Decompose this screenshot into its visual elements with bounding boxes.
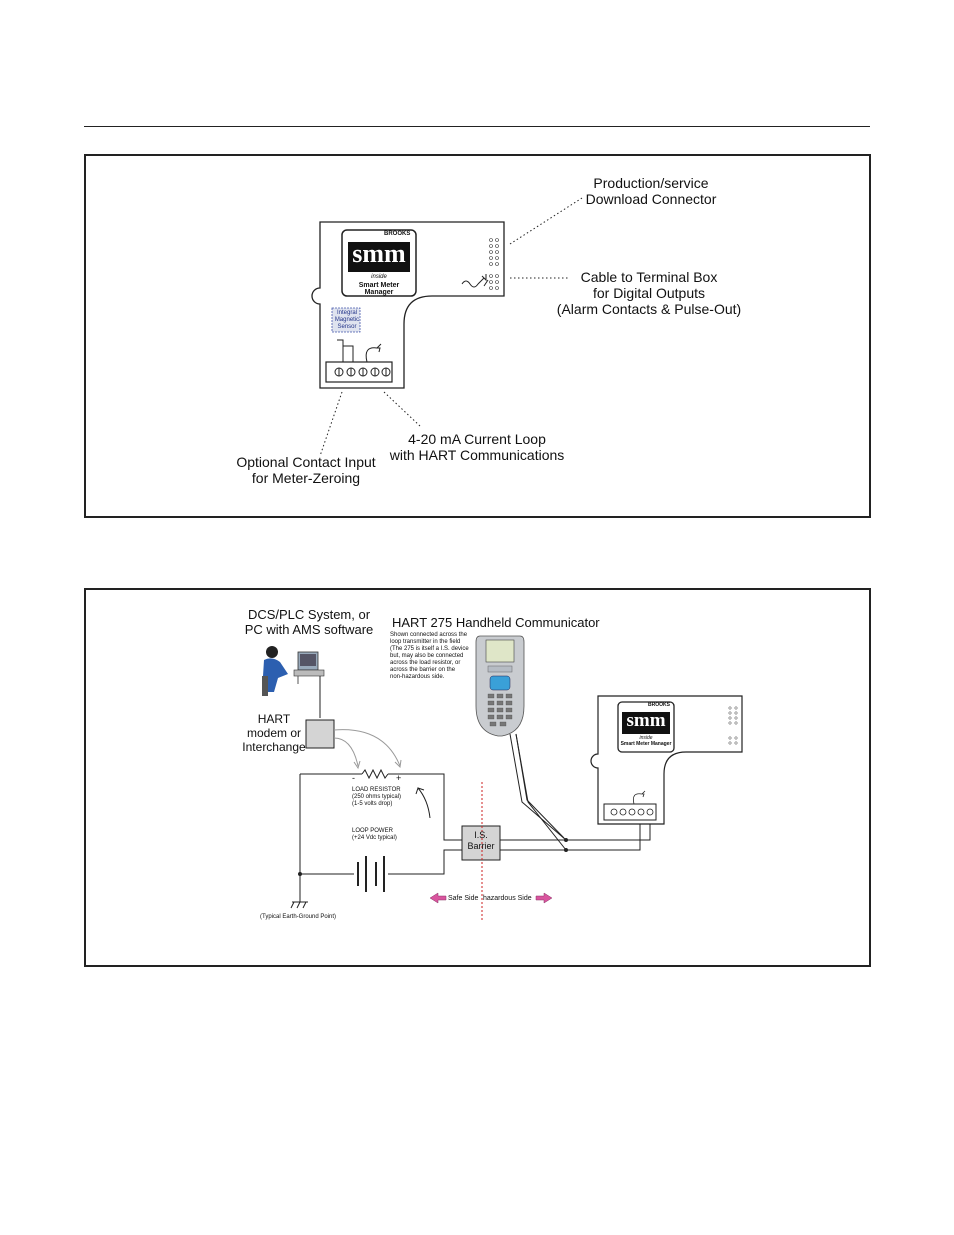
terminal-screws (334, 367, 391, 377)
figure2-drawing (262, 635, 743, 920)
logo-mark: smm (352, 239, 406, 268)
label-loop-power: LOOP POWER (+24 Vdc typical) (352, 828, 397, 841)
load-resistor-symbol (361, 768, 389, 780)
modem-arrow-2 (333, 729, 401, 767)
logo-small-inside: inside (639, 735, 653, 741)
modem-arrow-1 (333, 737, 359, 767)
label-is-barrier: I.S. Barrier (467, 830, 495, 851)
logo-inside: inside (371, 274, 387, 280)
hart-tap-arrow (415, 786, 431, 819)
label-hart-modem: HART modem or Interchange (242, 712, 306, 754)
label-contact-input: Optional Contact Input for Meter-Zeroing (236, 454, 376, 486)
label-current-loop: 4-20 mA Current Loop with HART Communica… (389, 431, 565, 463)
logo-small-brand: BROOKS (648, 702, 670, 708)
leader-download (509, 197, 583, 245)
loop-arrow (365, 343, 382, 363)
battery-symbol (357, 856, 385, 892)
safe-side-arrow (429, 892, 447, 904)
resistor-plus-sign: + (396, 773, 402, 783)
leader-current-loop (383, 391, 421, 427)
header-rule (84, 126, 870, 127)
label-hart-communicator: HART 275 Handheld Communicator (392, 615, 600, 630)
label-safe-side: Safe Side (448, 895, 479, 902)
label-hazardous-side: hazardous Side (483, 895, 532, 902)
logo-name: Smart Meter Manager (358, 282, 400, 296)
resistor-minus-sign: - (352, 773, 355, 783)
contact-input-wire (337, 339, 354, 362)
loop-left-wire (299, 774, 354, 875)
label-earth-ground: (Typical Earth-Ground Point) (260, 914, 337, 920)
field-wire-2 (500, 818, 641, 851)
download-connector-pins (489, 238, 499, 290)
figure-hart-loop-wiring: DCS/PLC System, or PC with AMS software … (84, 588, 871, 967)
label-dcs-system: DCS/PLC System, or PC with AMS software (244, 607, 374, 637)
optocoupler-icon (461, 274, 489, 288)
operator-workstation-icon (262, 646, 325, 696)
handheld-lead-1 (509, 733, 567, 841)
ground-symbol (290, 901, 308, 909)
label-terminal-box: Cable to Terminal Box for Digital Output… (556, 269, 742, 317)
label-magnetic-sensor: Integral Magnetic Sensor (334, 310, 360, 330)
logo-brand: BROOKS (384, 231, 411, 237)
is-barrier-box (461, 825, 501, 861)
label-load-resistor: LOAD RESISTOR (250 ohms typical) (1-5 vo… (352, 787, 402, 807)
hart-modem-box (305, 719, 335, 749)
hazardous-side-arrow (535, 892, 553, 904)
field-wire-1 (500, 818, 651, 841)
label-hart-note: Shown connected across the loop transmit… (390, 632, 469, 680)
logo-small-mark: smm (626, 710, 666, 731)
magnetic-sensor-box (331, 307, 361, 333)
leader-contact-input (319, 391, 343, 457)
download-connector-pins-small (728, 706, 738, 745)
figure-smm-connections: Production/service Download Connector Ca… (84, 154, 871, 518)
figure1-drawing (311, 197, 583, 457)
logo-small-name: Smart Meter Manager (620, 741, 672, 747)
hart-handheld-icon (475, 635, 525, 737)
label-download-connector: Production/service Download Connector (585, 175, 717, 207)
